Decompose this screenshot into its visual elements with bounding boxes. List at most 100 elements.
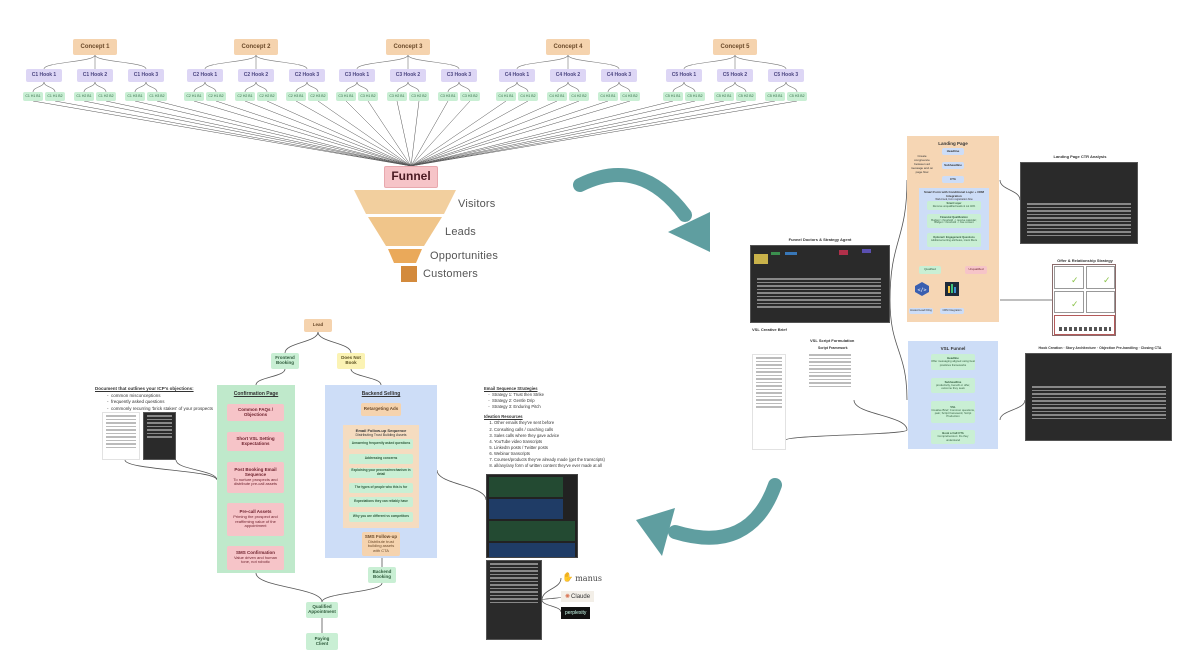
leaf-node[interactable]: C3 H3 B1 [438,92,458,101]
hook-node[interactable]: C4 Hook 3 [601,69,637,82]
hook-node[interactable]: C1 Hook 2 [77,69,113,82]
objections-terminal-thumbnail[interactable] [143,412,176,460]
connector-line [723,81,736,93]
hook-node[interactable]: C2 Hook 3 [289,69,325,82]
leaf-node[interactable]: C3 H2 B1 [387,92,407,101]
leaf-node[interactable]: C4 H1 B1 [496,92,516,101]
leaf-node[interactable]: C5 H3 B2 [787,92,807,101]
concept-node[interactable]: Concept 5 [713,39,757,55]
workflow-canvas-thumbnail[interactable] [486,474,578,558]
leaf-node[interactable]: C1 H2 B1 [74,92,94,101]
leaf-node[interactable]: C2 H1 B2 [206,92,226,101]
landing-step[interactable]: Headline [942,148,964,155]
leaf-node[interactable]: C3 H3 B2 [460,92,480,101]
hook-node[interactable]: C3 Hook 2 [390,69,426,82]
leaf-node[interactable]: C5 H2 B2 [736,92,756,101]
email-sequence-item[interactable]: Explaining your process/mechanism in det… [349,468,413,478]
hook-node[interactable]: C2 Hook 1 [187,69,223,82]
vsl-creative-brief-doc[interactable] [752,354,786,450]
lead-node[interactable]: Lead [304,319,332,332]
leaf-node[interactable]: C4 H3 B2 [620,92,640,101]
leaf-node[interactable]: C2 H2 B1 [235,92,255,101]
hook-node[interactable]: C1 Hook 3 [128,69,164,82]
leaf-node[interactable]: C4 H2 B2 [569,92,589,101]
qualified-appointment-node[interactable]: Qualified Appointment [306,602,338,618]
leaf-node[interactable]: C4 H3 B1 [598,92,618,101]
leaf-node[interactable]: C4 H2 B1 [547,92,567,101]
hook-node[interactable]: C3 Hook 1 [339,69,375,82]
leaf-node[interactable]: C4 H1 B2 [518,92,538,101]
concept-node[interactable]: Concept 1 [73,39,117,55]
perplexity-logo: perplexity [561,607,591,619]
backend-booking-node[interactable]: Backend Booking [368,567,396,583]
leaf-node[interactable]: C3 H1 B1 [336,92,356,101]
funnel-connector-line [410,100,776,167]
hook-node[interactable]: C4 Hook 1 [499,69,535,82]
email-sequence-item[interactable]: Answering frequently asked questions [349,439,413,449]
leaf-node[interactable]: C3 H2 B2 [409,92,429,101]
integration-node[interactable]: CRM Integration [940,308,964,314]
leaf-node[interactable]: C2 H3 B1 [286,92,306,101]
leaf-node[interactable]: C1 H3 B1 [125,92,145,101]
leaf-node[interactable]: C5 H3 B1 [765,92,785,101]
email-sequence-item[interactable]: Addressing concerns [349,453,413,464]
leaf-node[interactable]: C1 H1 B1 [23,92,43,101]
landing-ctr-thumbnail[interactable] [1020,162,1138,244]
retargeting-ads-node[interactable]: Retargeting Ads [361,403,401,416]
hook-node[interactable]: C5 Hook 3 [768,69,804,82]
concept-node[interactable]: Concept 4 [546,39,590,55]
leaf-node[interactable]: C5 H1 B1 [663,92,683,101]
leaf-node[interactable]: C5 H1 B2 [685,92,705,101]
connector-line [889,299,908,401]
funnel-doctor-thumbnail[interactable] [750,245,890,323]
hook-node[interactable]: C4 Hook 2 [550,69,586,82]
ai-prompt-doc-thumbnail[interactable] [486,560,542,640]
email-sequence-item[interactable]: Expectations they can reliably have [349,497,413,507]
landing-step[interactable]: CTA [942,176,964,183]
unqualified-node[interactable]: Unqualified [965,266,987,274]
qualified-node[interactable]: Qualified [919,266,941,274]
confirmation-step[interactable]: Common FAQs / Objections [227,404,284,421]
leaf-node[interactable]: C1 H2 B2 [96,92,116,101]
integration-node[interactable]: Hosted Lead Filing [909,308,933,314]
hook-node[interactable]: C1 Hook 1 [26,69,62,82]
email-sequence-item[interactable]: The types of people who this is for [349,482,413,493]
leaf-node[interactable]: C2 H3 B2 [308,92,328,101]
connector-line [306,81,319,93]
vsl-tools-thumbnail[interactable] [1025,353,1172,441]
funnel-title[interactable]: Funnel [384,166,438,188]
leaf-node[interactable]: C2 H2 B2 [257,92,277,101]
offer-strategy-sketch[interactable]: ✓ ✓ ✓ [1052,264,1116,336]
script-framework-doc[interactable] [806,352,854,398]
hook-node[interactable]: C5 Hook 2 [717,69,753,82]
landing-step[interactable]: Subheadline [942,162,964,169]
does-not-book-node[interactable]: Does Not Book [337,353,365,369]
email-sequence-item[interactable]: Why you are different vs competitors [349,511,413,522]
concept-node[interactable]: Concept 2 [234,39,278,55]
leaf-node[interactable]: C1 H3 B2 [147,92,167,101]
leaf-node[interactable]: C2 H1 B1 [184,92,204,101]
hook-node[interactable]: C5 Hook 1 [666,69,702,82]
confirmation-step[interactable]: Short VSL Setting Expectations [227,432,284,451]
hook-node[interactable]: C2 Hook 2 [238,69,274,82]
leaf-node[interactable]: C5 H2 B1 [714,92,734,101]
frontend-booking-node[interactable]: Frontend Booking [271,353,299,369]
leaf-node[interactable]: C1 H1 B2 [45,92,65,101]
leaf-node[interactable]: C3 H1 B2 [358,92,378,101]
objections-doc-thumbnail[interactable] [102,412,140,460]
hook-node[interactable]: C3 Hook 3 [441,69,477,82]
concept-node[interactable]: Concept 3 [386,39,430,55]
paying-client-node[interactable]: Paying Client [306,633,338,650]
